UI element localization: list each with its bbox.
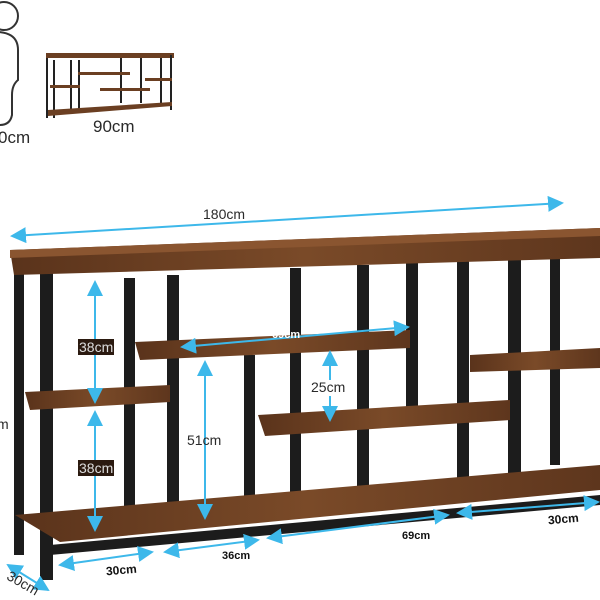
bottom-second-width-label: 36cm: [222, 550, 251, 562]
person-icon: [0, 1, 19, 126]
center-shelf: [258, 400, 510, 436]
middle-height-label: 51cm: [187, 432, 222, 448]
bottom-shelf: [15, 465, 600, 542]
center-gap-label: 25cm: [311, 379, 346, 395]
right-shelf: [470, 348, 600, 372]
bottom-right-width-label: 30cm: [547, 510, 580, 528]
console-shelf: [10, 228, 600, 580]
bottom-center-width-label: 69cm: [402, 530, 431, 542]
cut-off-height-label: m: [0, 416, 9, 432]
mini-shelf-label: 90cm: [93, 117, 135, 136]
middle-shelf-width-label: 69cm: [272, 329, 301, 341]
left-lower-gap-label: 38cm: [78, 460, 115, 476]
bottom-left-width-label: 30cm: [105, 561, 138, 579]
left-upper-gap-label: 38cm: [78, 339, 115, 355]
person-height-label: 0cm: [0, 128, 31, 147]
total-width-label: 180cm: [203, 206, 246, 222]
mini-shelf-icon: [46, 53, 174, 118]
